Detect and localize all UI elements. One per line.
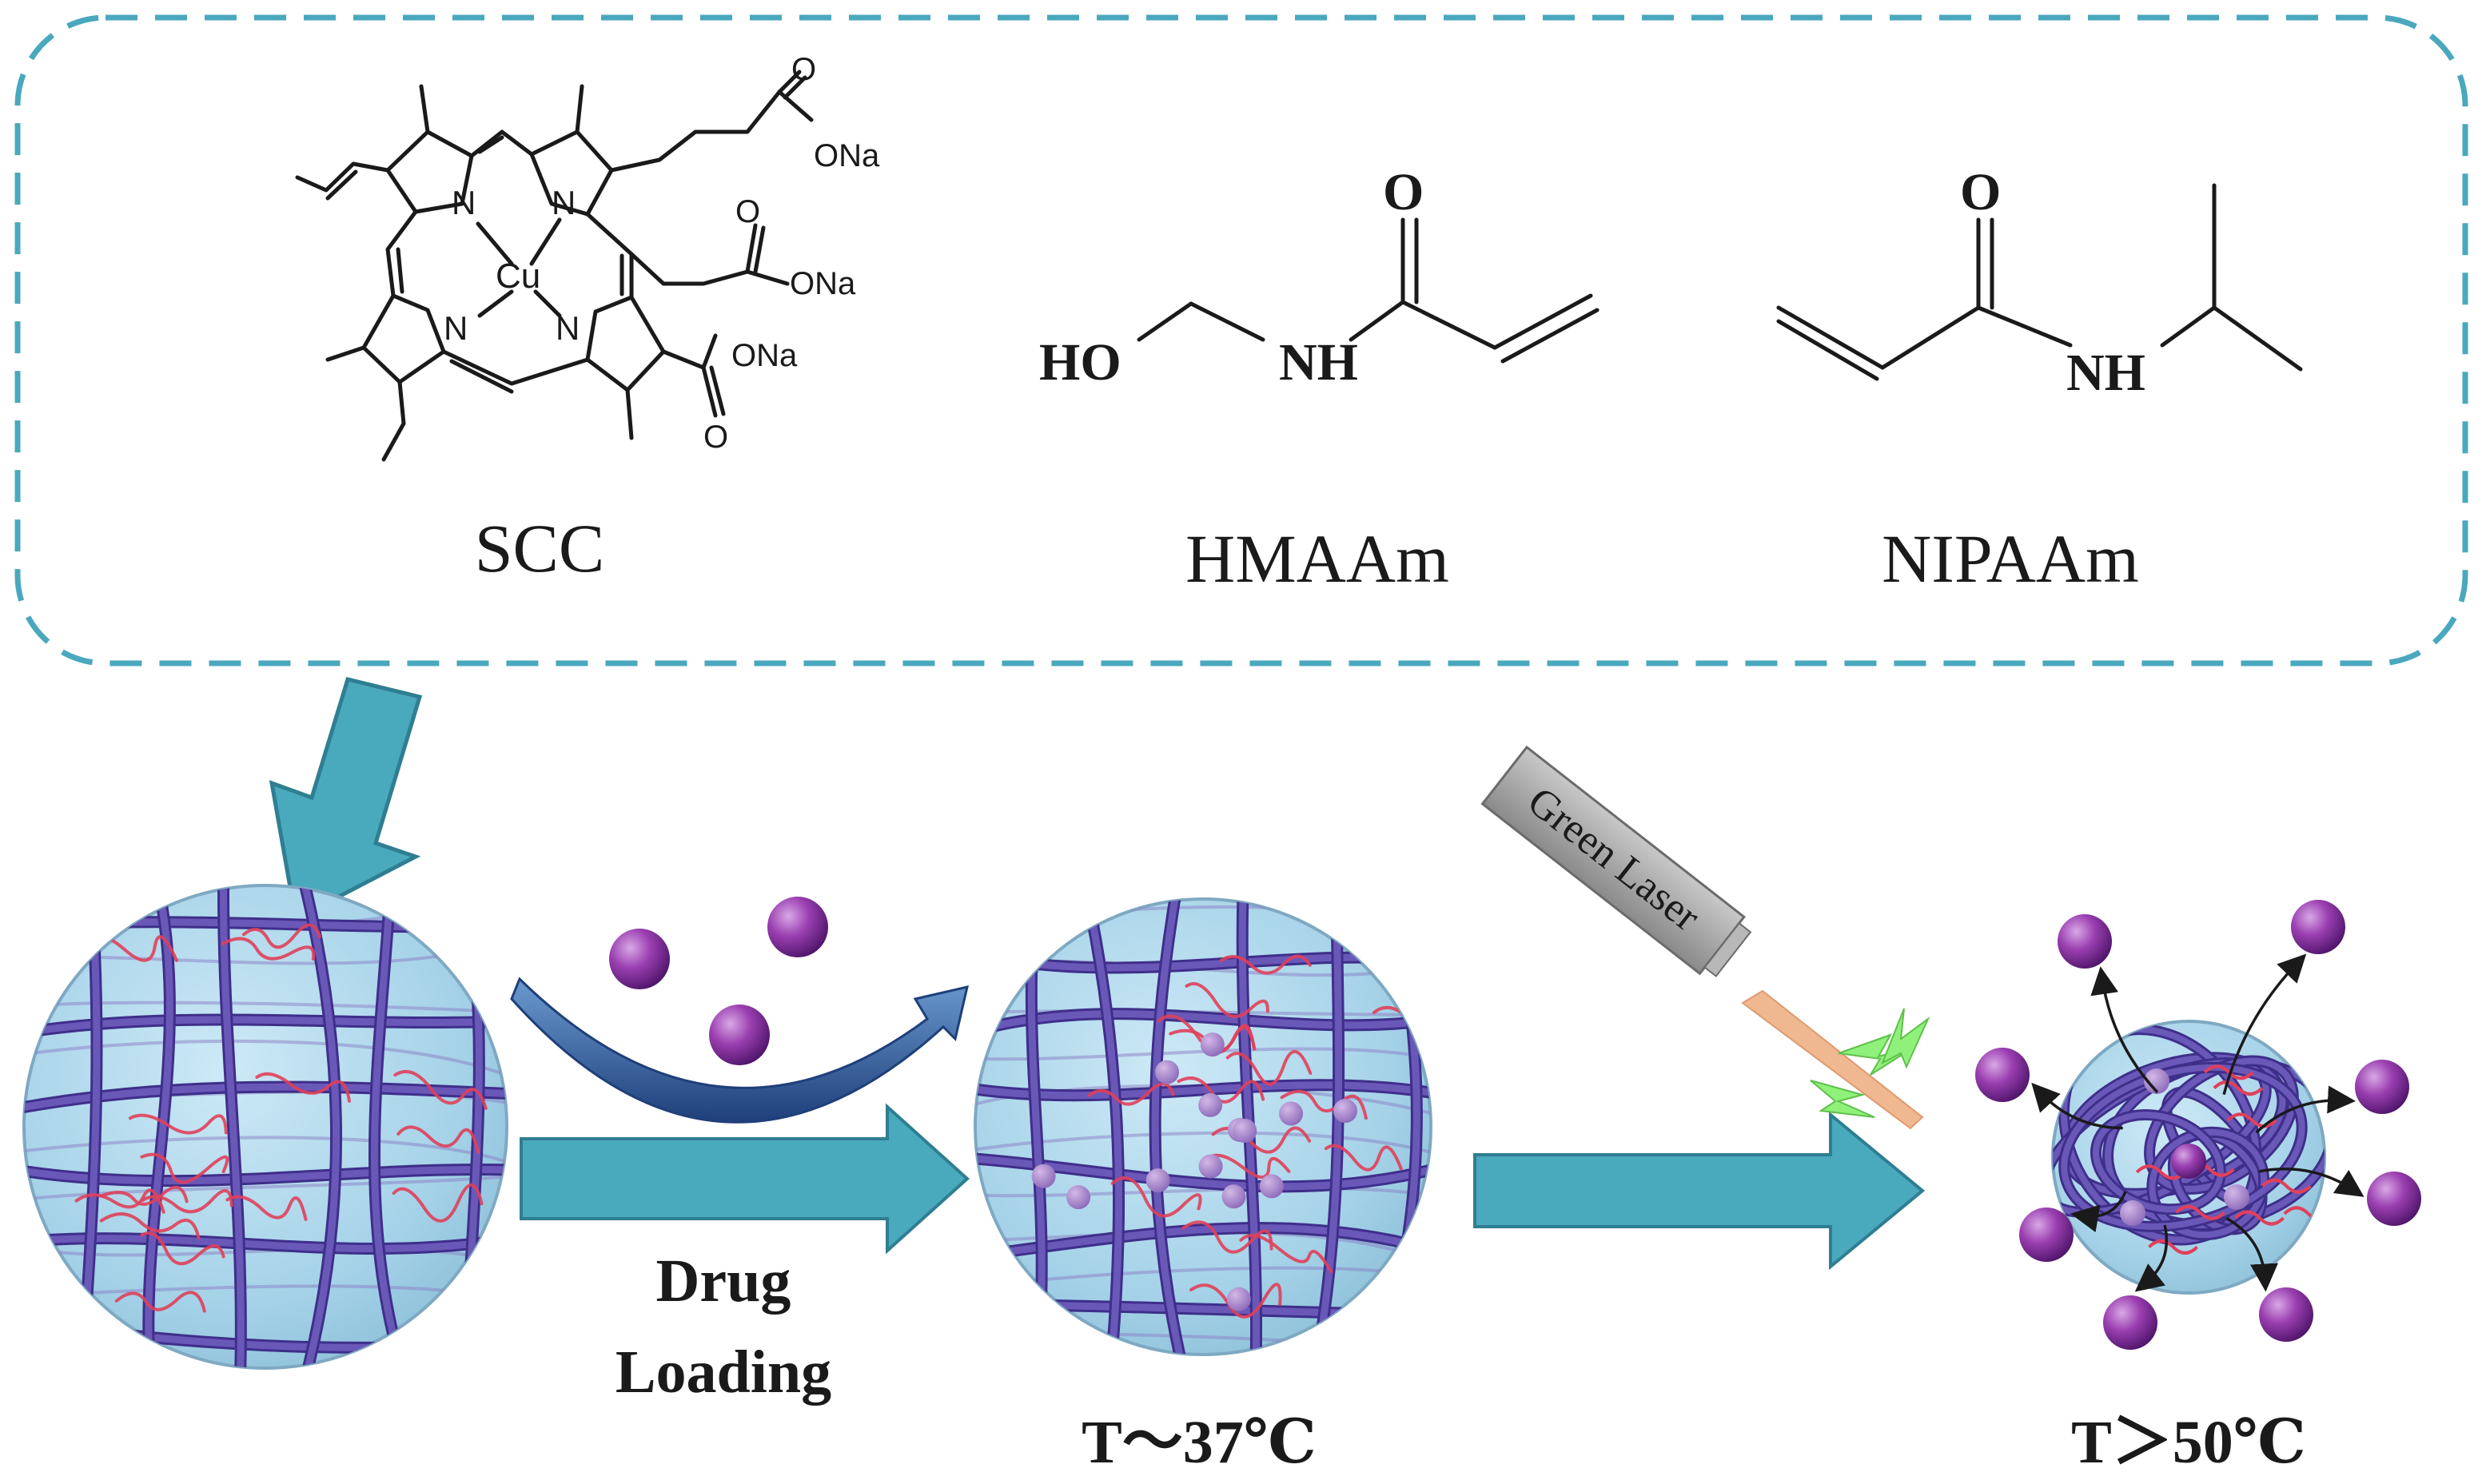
drug-molecule-icon-2 (767, 897, 828, 957)
scc-o-1: O (791, 52, 816, 87)
scc-structure: N N N N Cu O ONa O ONa ONa O (295, 52, 880, 462)
released-drug-icon (2355, 1060, 2409, 1114)
nipaam-label: NIPAAm (1882, 520, 2139, 597)
released-drug-icon (1975, 1048, 2030, 1102)
hmaam-label: HMAAm (1185, 520, 1449, 597)
drug-loading-label-line2: Loading (616, 1339, 831, 1406)
scc-ona-1: ONa (814, 138, 880, 173)
right-arrow-icon-2 (1473, 1111, 1926, 1271)
scc-cu: Cu (496, 257, 540, 296)
drug-loading-label-line1: Drug (656, 1247, 791, 1315)
hydrogel-sphere-collapsed (2051, 1020, 2326, 1295)
scc-ona-3: ONa (731, 338, 798, 373)
nipaam-nh: NH (2066, 344, 2145, 402)
drug-molecule-icon-3 (709, 1005, 770, 1065)
drug-release-arrows (1975, 900, 2421, 1350)
hmaam-nh: NH (1279, 333, 1358, 392)
nipaam-structure: O NH (1776, 163, 2303, 402)
nipaam-o: O (1960, 163, 2001, 221)
laser-pointer-icon: Green Laser (1480, 745, 1930, 1130)
scc-ona-2: ONa (790, 266, 856, 301)
released-drug-icon (2019, 1207, 2074, 1262)
temperature-loaded-label: T～37℃ (1082, 1409, 1317, 1476)
hmaam-o: O (1383, 163, 1424, 221)
scc-n-1: N (452, 184, 476, 221)
released-drug-icon (2103, 1295, 2157, 1350)
laser-label: Green Laser (1520, 778, 1708, 940)
monomer-panel-border (14, 14, 2468, 666)
scc-o-2: O (735, 194, 760, 229)
temperature-released-label: T＞50℃ (2071, 1409, 2306, 1476)
hmaam-ho: HO (1039, 333, 1121, 392)
scc-label: SCC (475, 510, 605, 587)
hydrogel-sphere-loaded (974, 897, 1432, 1356)
released-drug-icon (2291, 900, 2345, 954)
scc-n-2: N (552, 184, 576, 221)
hydrogel-sphere-empty (22, 884, 508, 1370)
hmaam-structure: HO NH O (1039, 163, 1600, 392)
curved-arrow-icon (510, 977, 970, 1124)
down-arrow-icon (269, 677, 423, 922)
released-drug-icon (2259, 1287, 2313, 1342)
scc-n-4: N (556, 309, 580, 347)
released-drug-icon (2058, 914, 2112, 969)
right-arrow-icon-1 (520, 1103, 970, 1255)
scc-o-3: O (703, 420, 728, 455)
scc-n-3: N (444, 309, 468, 347)
released-drug-icon (2367, 1172, 2421, 1226)
drug-molecule-icon-1 (609, 929, 670, 989)
